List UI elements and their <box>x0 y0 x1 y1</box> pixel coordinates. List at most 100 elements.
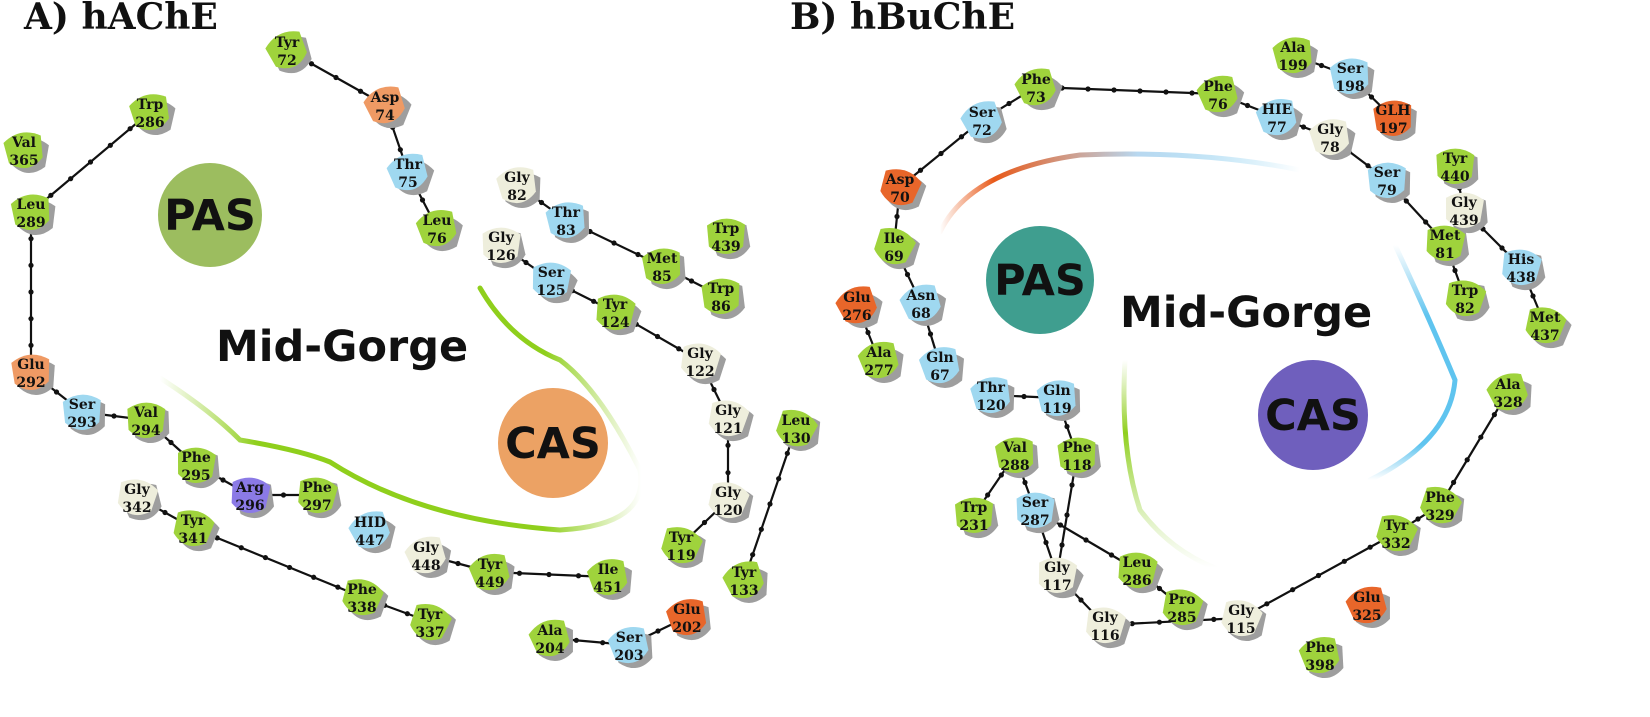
residue-shape <box>117 479 159 516</box>
bond-node-a-22-1 <box>725 442 731 448</box>
residue-number: 341 <box>178 531 207 547</box>
bond-node-a-3-4 <box>68 176 74 182</box>
residue-name: Gly <box>1092 610 1118 626</box>
residue-name: Gly <box>488 230 514 246</box>
residue-name: Ser <box>538 265 565 281</box>
residue-b-trp-231: Trp 231 <box>955 497 999 539</box>
pas-site-b-label: PAS <box>994 256 1086 306</box>
residue-shape <box>955 497 993 534</box>
residue-name: Leu <box>423 213 452 229</box>
bond-node-a-4-2 <box>28 262 34 268</box>
residue-number: 83 <box>556 223 575 239</box>
residue-number: 203 <box>614 648 643 664</box>
residue-number: 82 <box>1455 301 1474 317</box>
residue-number: 130 <box>781 431 810 447</box>
residue-number: 295 <box>181 468 210 484</box>
residue-number: 68 <box>911 306 930 322</box>
residue-number: 197 <box>1378 121 1407 137</box>
residue-name: Tyr <box>181 513 206 529</box>
residue-name: Ser <box>969 105 996 121</box>
bond-node-a-3-1 <box>127 126 133 132</box>
residue-name: Trp <box>961 500 988 516</box>
residue-number: 126 <box>486 248 515 264</box>
residue-number: 86 <box>711 299 730 315</box>
residue-a-tyr-341: Tyr 341 <box>173 510 220 552</box>
residue-shape <box>1420 486 1462 524</box>
bond-node-a-4-5 <box>28 342 34 348</box>
residue-number: 296 <box>235 498 264 514</box>
bond-node-b-24-4 <box>1491 412 1497 418</box>
bond-node-b-22-4 <box>1341 558 1347 564</box>
residue-shape <box>874 228 916 265</box>
residue-name: Tyr <box>418 607 443 623</box>
residue-shape <box>1502 249 1542 286</box>
bond-node-a-1-2 <box>397 147 403 153</box>
residue-name: Leu <box>17 197 46 213</box>
bond-node-a-18-1 <box>523 259 529 266</box>
residue-name: Tyr <box>732 565 757 581</box>
residue-name: Val <box>11 135 36 151</box>
bond-node-b-0-1 <box>1006 100 1012 107</box>
bond-node-b-12-1 <box>958 134 965 140</box>
residue-name: Phe <box>181 450 211 466</box>
residue-number: 119 <box>666 548 695 564</box>
residue-number: 449 <box>475 575 504 591</box>
bond-b-1 <box>1035 85 1219 96</box>
pas-site-a-circle <box>158 163 262 267</box>
bond-node-b-13-1 <box>894 213 900 220</box>
residue-number: 125 <box>536 283 565 299</box>
residue-number: 122 <box>685 364 714 380</box>
residue-name: Phe <box>347 582 377 598</box>
residue-name: Val <box>1002 440 1027 456</box>
bond-node-b-16-1 <box>865 329 871 336</box>
residue-number: 120 <box>976 398 1005 414</box>
residue-number: 438 <box>1506 270 1535 286</box>
residue-number: 73 <box>1026 90 1045 106</box>
residue-name: Gly <box>124 482 150 498</box>
bond-node-b-15-1 <box>927 331 934 337</box>
residue-shape <box>701 278 740 315</box>
bond-node-b-1-5 <box>1163 89 1169 95</box>
bond-node-a-24-1 <box>784 450 790 456</box>
cavity-curve-a <box>157 285 644 533</box>
residue-a-gly-126: Gly 126 <box>482 227 526 269</box>
residue-shape <box>468 553 510 591</box>
bond-node-b-22-3 <box>1315 572 1322 579</box>
bond-node-b-27-1 <box>1043 539 1049 546</box>
residue-shape <box>899 284 941 322</box>
residue-shape <box>642 248 681 284</box>
residue-shape <box>970 377 1010 414</box>
bond-node-b-1-2 <box>1085 86 1091 92</box>
residue-shape <box>1298 636 1340 674</box>
bond-node-b-25-1 <box>998 472 1004 478</box>
pas-site-b-circle <box>986 226 1094 334</box>
residue-a-ser-125: Ser 125 <box>532 262 578 304</box>
residue-number: 118 <box>1062 458 1091 474</box>
residue-shape <box>528 619 570 657</box>
cavity-curve-b-right <box>1367 242 1458 483</box>
residue-number: 78 <box>1320 140 1339 156</box>
residue-name: Glu <box>1353 590 1380 606</box>
residue-number: 133 <box>729 583 758 599</box>
residue-name: Gln <box>1043 383 1070 399</box>
residue-name: Gly <box>413 540 439 556</box>
residue-number: 231 <box>959 518 988 534</box>
residue-number: 294 <box>131 423 160 439</box>
bond-node-b-2-1 <box>1244 102 1251 109</box>
bond-a-11 <box>192 526 363 599</box>
residue-shape <box>960 101 1002 139</box>
residue-number: 287 <box>1020 513 1049 529</box>
residue-name: Trp <box>137 97 164 113</box>
